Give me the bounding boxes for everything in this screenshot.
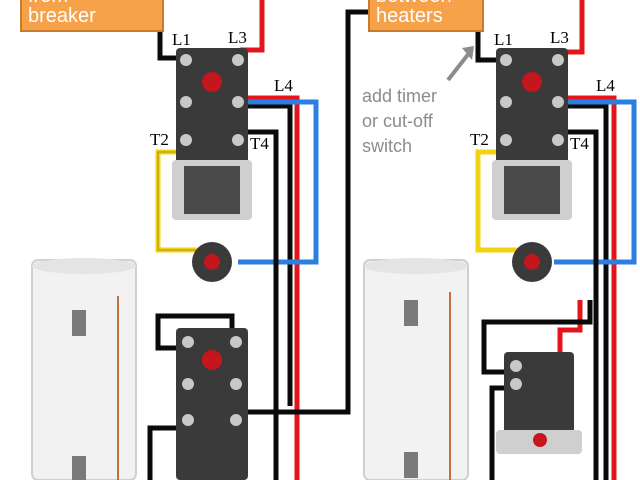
left-lower-thermostat (176, 328, 248, 480)
left-heating-element (192, 242, 232, 282)
left-upper-thermostat (172, 48, 252, 220)
screw-icon (182, 378, 194, 390)
screw-icon (232, 96, 244, 108)
screw-icon (230, 378, 242, 390)
screw-icon (180, 54, 192, 66)
left-red-wire-l4 (240, 95, 300, 480)
right-l4-label: L4 (596, 76, 615, 95)
left-l4-label: L4 (274, 76, 293, 95)
right-red-wire-l4 (560, 95, 617, 480)
arrow-icon (446, 46, 474, 82)
right-t4-label: T4 (570, 134, 589, 153)
screw-icon (230, 336, 242, 348)
left-t2-label: T2 (150, 130, 169, 149)
screw-icon (182, 336, 194, 348)
screw-icon (230, 414, 242, 426)
right-upper-thermostat (492, 48, 572, 220)
right-black-wire-l4 (560, 103, 609, 480)
between-heaters-label: between heaters (368, 0, 484, 32)
screw-icon (180, 96, 192, 108)
screw-icon (552, 54, 564, 66)
left-wires (147, 0, 370, 480)
left-black-wire-t4 (240, 129, 279, 480)
left-black-wire-l4 (240, 103, 293, 406)
screw-icon (552, 134, 564, 146)
right-water-heater (363, 258, 469, 480)
left-black-wire-bottom (147, 425, 180, 480)
right-yellow-wire (475, 149, 520, 253)
right-red-wire-cutoff (557, 300, 583, 360)
screw-icon (510, 378, 522, 390)
left-l1-label: L1 (172, 30, 191, 49)
from-breaker-label: from breaker (20, 0, 164, 32)
screw-icon (232, 54, 244, 66)
right-black-wire-t4 (560, 129, 599, 480)
screw-icon (232, 134, 244, 146)
screw-icon (552, 96, 564, 108)
left-water-heater (31, 258, 137, 480)
screw-icon (500, 54, 512, 66)
right-heating-element (512, 242, 552, 282)
reset-button-icon (202, 350, 222, 370)
reset-button-icon (522, 72, 542, 92)
screw-icon (500, 96, 512, 108)
right-cutoff-switch (496, 352, 582, 454)
timer-note-line3: switch (362, 136, 413, 156)
screw-icon (500, 134, 512, 146)
screw-icon (182, 414, 194, 426)
screw-icon (510, 360, 522, 372)
reset-button-icon (202, 72, 222, 92)
right-l1-label: L1 (494, 30, 513, 49)
left-yellow-wire (155, 149, 200, 253)
right-t2-label: T2 (470, 130, 489, 149)
screw-icon (180, 134, 192, 146)
left-black-wire-lower (155, 313, 235, 351)
between-heaters-wire (240, 9, 370, 415)
reset-button-icon (533, 433, 547, 447)
timer-note: add timer or cut-off switch (362, 84, 437, 159)
right-black-wire-cutoff (481, 300, 593, 375)
left-l3-label: L3 (228, 28, 247, 47)
timer-note-line1: add timer (362, 86, 438, 106)
left-t4-label: T4 (250, 134, 269, 153)
timer-note-line2: or cut-off (362, 111, 433, 131)
right-l3-label: L3 (550, 28, 569, 47)
